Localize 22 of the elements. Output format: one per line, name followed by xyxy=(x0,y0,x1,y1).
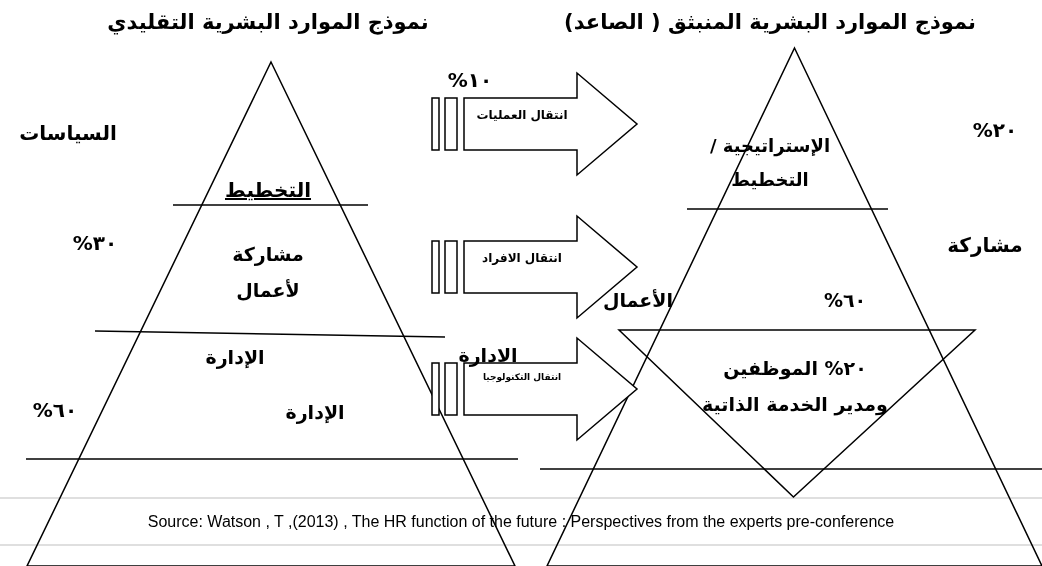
heading: نموذج الموارد البشرية التقليدي xyxy=(107,10,429,34)
percentage-label: ٢٠% xyxy=(972,118,1018,142)
block-arrow xyxy=(431,214,639,320)
node-text: مشاركة لأعمال xyxy=(231,241,305,303)
node-text: ٢٠% الموظفين ومدير الخدمة الذاتية xyxy=(701,355,889,418)
edge-label: انتقال التكنولوجيا xyxy=(482,372,562,382)
side-label: مشاركة xyxy=(947,233,1023,257)
block-arrow xyxy=(431,71,639,177)
edge-label: انتقال العمليات xyxy=(476,108,568,122)
node-text: الإدارة xyxy=(205,346,265,368)
edge-label: انتقال الافراد xyxy=(482,251,562,265)
side-label: السياسات xyxy=(19,121,117,145)
side-label: الادارة xyxy=(458,344,518,366)
percentage-label: ١٠% xyxy=(447,68,493,92)
node-text: ٦٠% xyxy=(823,289,867,311)
percentage-label: ٣٠% xyxy=(72,231,118,255)
block-arrow xyxy=(431,336,639,442)
heading: نموذج الموارد البشرية المنبثق ( الصاعد) xyxy=(564,10,976,34)
node-text: التخطيط xyxy=(225,178,311,202)
side-label: الأعمال xyxy=(603,289,673,311)
node-text: الإدارة xyxy=(285,401,345,423)
percentage-label: ٦٠% xyxy=(32,398,78,422)
